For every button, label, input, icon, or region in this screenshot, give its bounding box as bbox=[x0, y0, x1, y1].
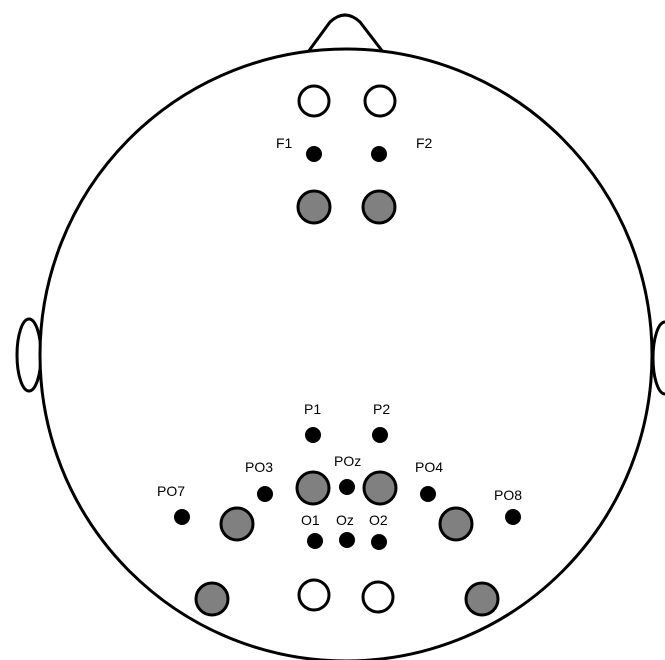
label-Oz: Oz bbox=[336, 512, 354, 528]
label-P2: P2 bbox=[373, 401, 390, 417]
open-sensor-top-left bbox=[299, 86, 329, 116]
open-sensor-top-right bbox=[365, 86, 395, 116]
gray-sensor-parietal-left bbox=[297, 472, 329, 504]
label-PO3: PO3 bbox=[245, 459, 273, 475]
electrode-PO3 bbox=[257, 486, 273, 502]
head-outline bbox=[40, 49, 652, 660]
label-POz: POz bbox=[334, 453, 361, 469]
electrode-O2 bbox=[371, 534, 387, 550]
gray-sensor-occipital-right bbox=[440, 508, 472, 540]
electrode-F2 bbox=[371, 146, 387, 162]
electrode-P2 bbox=[372, 427, 388, 443]
electrode-PO7 bbox=[174, 509, 190, 525]
open-sensor-bottom-left bbox=[299, 580, 329, 610]
electrode-P1 bbox=[305, 427, 321, 443]
label-PO4: PO4 bbox=[415, 459, 443, 475]
gray-sensor-parietal-right bbox=[364, 472, 396, 504]
electrode-PO8 bbox=[505, 509, 521, 525]
gray-sensor-frontal-right bbox=[363, 191, 395, 223]
gray-sensor-inferior-right bbox=[466, 583, 498, 615]
label-O1: O1 bbox=[301, 512, 320, 528]
electrode-PO4 bbox=[420, 486, 436, 502]
label-PO8: PO8 bbox=[494, 487, 522, 503]
electrode-O1 bbox=[307, 533, 323, 549]
right-ear bbox=[653, 322, 665, 394]
left-ear bbox=[17, 319, 41, 391]
electrode-F1 bbox=[306, 146, 322, 162]
electrode-POz bbox=[339, 479, 355, 495]
electrode-Oz bbox=[339, 532, 355, 548]
nose bbox=[308, 15, 383, 52]
open-sensor-bottom-right bbox=[363, 582, 393, 612]
label-O2: O2 bbox=[369, 512, 388, 528]
gray-sensor-inferior-left bbox=[196, 583, 228, 615]
label-F1: F1 bbox=[276, 135, 293, 151]
gray-sensor-occipital-left bbox=[221, 508, 253, 540]
label-P1: P1 bbox=[304, 401, 321, 417]
label-F2: F2 bbox=[416, 135, 433, 151]
label-PO7: PO7 bbox=[157, 483, 185, 499]
gray-sensor-frontal-left bbox=[298, 191, 330, 223]
